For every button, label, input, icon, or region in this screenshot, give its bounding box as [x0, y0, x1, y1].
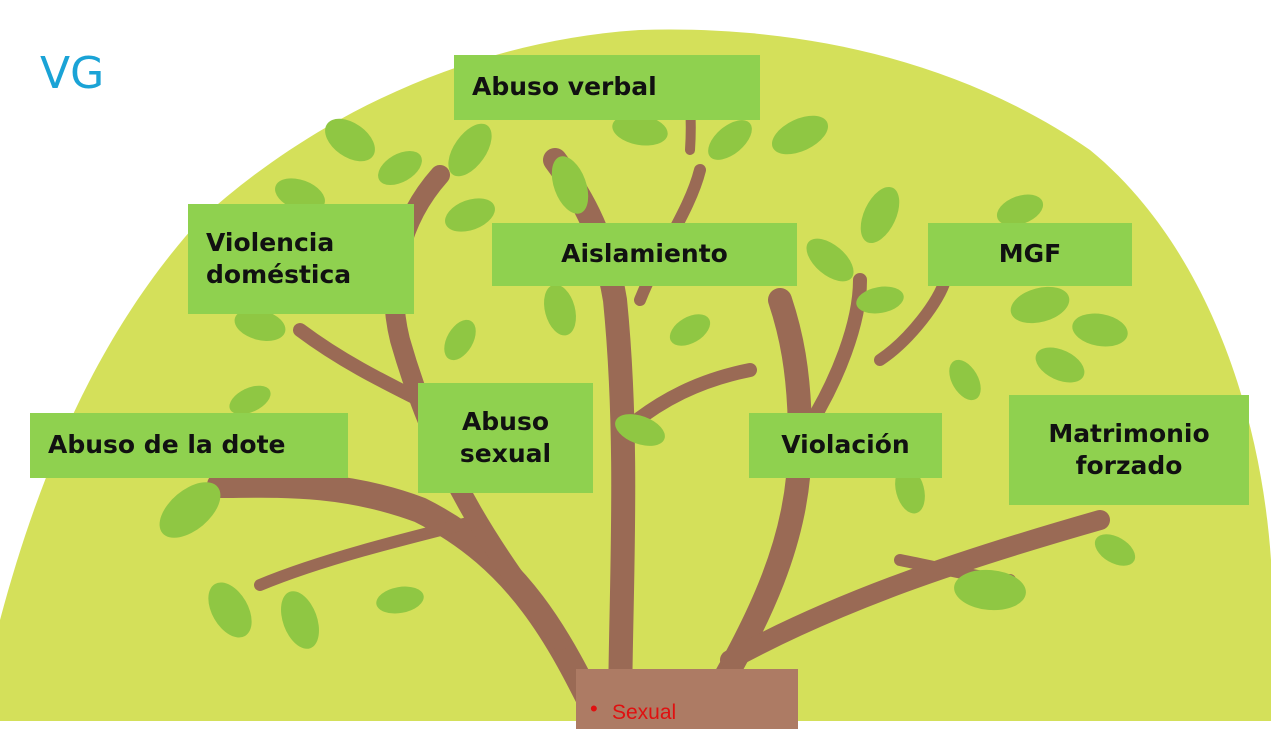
label-abuso-de-la-dote: Abuso de la dote	[30, 413, 348, 478]
leaves	[159, 114, 1219, 649]
label-abuso-sexual: Abuso sexual	[418, 383, 593, 493]
label-abuso-verbal: Abuso verbal	[454, 55, 760, 120]
label-aislamiento: Aislamiento	[492, 223, 797, 286]
page-title: VG	[40, 48, 105, 99]
trunk-label-text: Sexual	[612, 701, 677, 724]
trunk-bullet: •	[590, 696, 598, 721]
label-matrimonio-forzado: Matrimonio forzado	[1009, 395, 1249, 505]
label-violencia-domestica: Violencia doméstica	[188, 204, 414, 314]
label-mgf: MGF	[928, 223, 1132, 286]
trunk-label-box	[576, 669, 798, 729]
label-violacion: Violación	[749, 413, 942, 478]
